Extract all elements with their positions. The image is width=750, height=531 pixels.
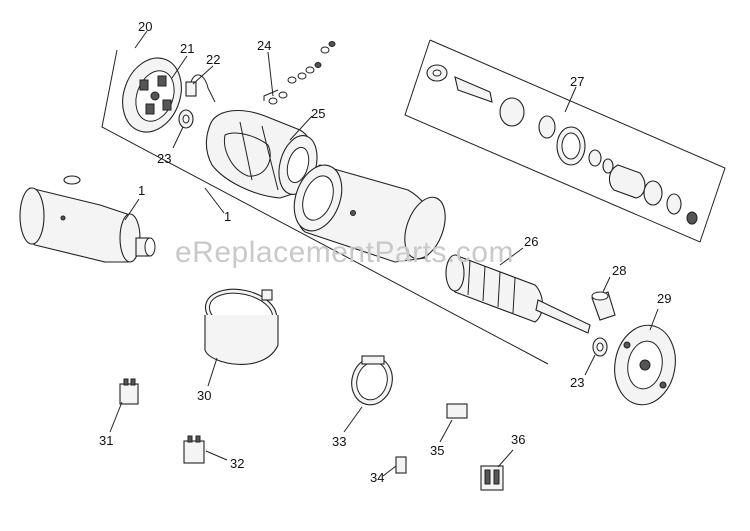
part-23-washer-right[interactable]: [592, 337, 608, 357]
part-24-hardware-kit[interactable]: [263, 41, 336, 105]
callout-29: 29: [657, 291, 671, 306]
callout-32: 32: [230, 456, 244, 471]
part-22-brush-lead[interactable]: [185, 74, 216, 103]
callout-28: 28: [612, 263, 626, 278]
part-33-hose-clamp[interactable]: [346, 353, 397, 410]
callout-26: 26: [524, 234, 538, 249]
part-1-starter-motor[interactable]: [19, 175, 156, 263]
callout-34: 34: [370, 470, 384, 485]
callout-1: 1: [138, 183, 145, 198]
part-20-end-cap[interactable]: [113, 50, 192, 141]
callout-27: 27: [570, 74, 584, 89]
callout-20: 20: [138, 19, 152, 34]
callout-25: 25: [311, 106, 325, 121]
part-32-terminal[interactable]: [183, 435, 205, 464]
callout-labels: 20 21 22 23 24 25 27 1 1 26 28 29 23 30 …: [99, 19, 671, 485]
part-28-bushing[interactable]: [591, 291, 616, 321]
callout-30: 30: [197, 388, 211, 403]
part-30-cover-band[interactable]: [201, 283, 281, 365]
part-25-field-coil[interactable]: [205, 110, 323, 199]
part-36-terminal-block[interactable]: [480, 465, 504, 491]
kit-bracket-27: [404, 39, 726, 243]
callout-35: 35: [430, 443, 444, 458]
callout-33: 33: [332, 434, 346, 449]
callout-22: 22: [206, 52, 220, 67]
leader-lines: [109, 30, 659, 477]
part-34-pin[interactable]: [395, 456, 407, 474]
assembly-bracket: [101, 49, 549, 365]
part-23-washer-left[interactable]: [178, 109, 194, 129]
part-29-end-plate[interactable]: [609, 320, 682, 409]
part-26-armature[interactable]: [445, 254, 591, 334]
callout-23-right: 23: [570, 375, 584, 390]
part-35-connector[interactable]: [446, 403, 468, 419]
callout-31: 31: [99, 433, 113, 448]
callout-24: 24: [257, 38, 271, 53]
callout-1-assembly: 1: [224, 209, 231, 224]
callout-36: 36: [511, 432, 525, 447]
watermark: eReplacementParts.com: [175, 236, 514, 269]
part-31-terminal[interactable]: [119, 378, 139, 405]
part-27-drive-kit[interactable]: [426, 64, 698, 225]
callout-23: 23: [157, 151, 171, 166]
callout-21: 21: [180, 41, 194, 56]
part-frame-housing[interactable]: [286, 159, 453, 265]
